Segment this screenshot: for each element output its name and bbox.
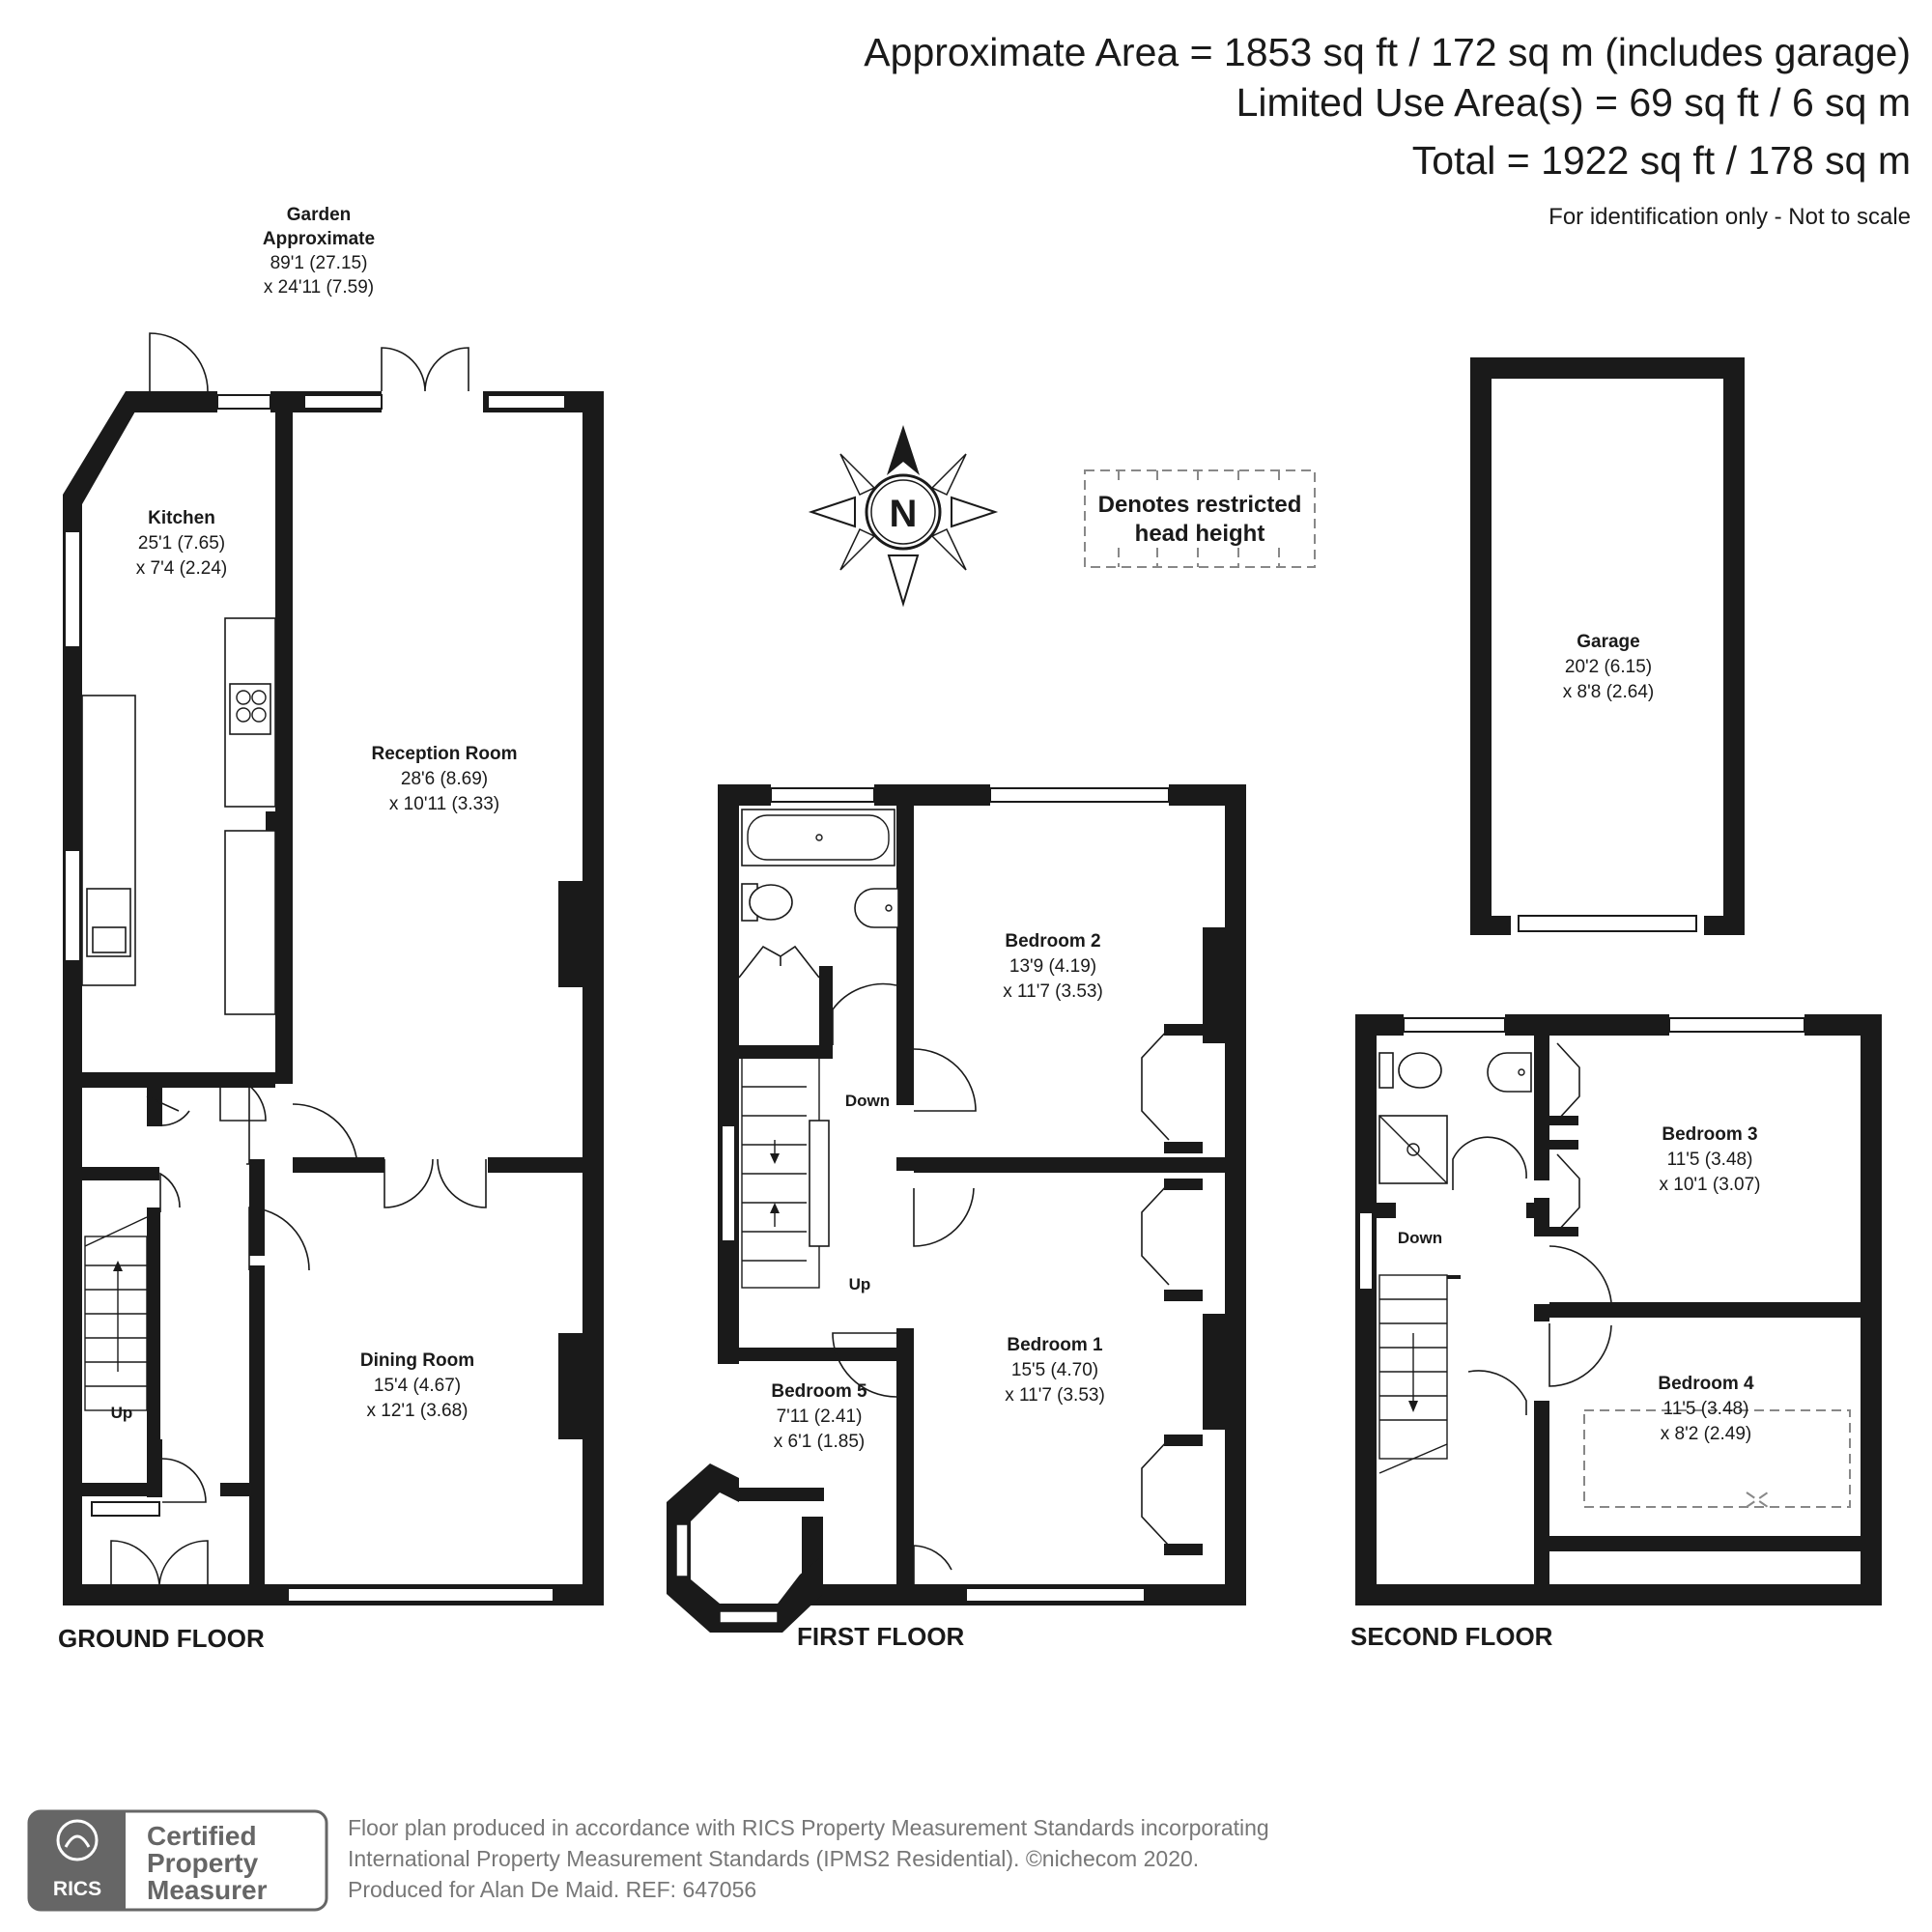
garden-dim2: x 24'11 (7.59) [264,277,374,298]
bedroom-4-name: Bedroom 4 [1658,1374,1754,1394]
legend-text-line2: head height [1135,521,1265,547]
first-floor-plan: Down Up Bedroom 2 13'9 (4.19) x 11'7 (3.… [667,784,1246,1633]
bedroom-3-name: Bedroom 3 [1662,1124,1757,1145]
legend-text-line1: Denotes restricted [1098,492,1302,518]
second-floor-label: SECOND FLOOR [1350,1622,1553,1651]
rics-lion-icon [56,1819,99,1861]
bedroom-3-dim2: x 10'1 (3.07) [1659,1175,1760,1195]
total-area-text: Total = 1922 sq ft / 178 sq m [1412,138,1911,183]
rics-label: RICS [53,1878,101,1900]
kitchen-dim2: x 7'4 (2.24) [136,558,227,579]
bedroom-4-dim1: 11'5 (3.48) [1663,1399,1749,1419]
footer-line2: International Property Measurement Stand… [348,1846,1199,1871]
garage-dim1: 20'2 (6.15) [1565,657,1652,677]
bedroom-1-name: Bedroom 1 [1007,1335,1103,1355]
bedroom-3-dim1: 11'5 (3.48) [1667,1150,1753,1170]
ground-floor-plan: Up Kitchen 25'1 (7.65) x 7'4 (2.24) Rece… [63,332,604,1605]
limited-use-area-text: Limited Use Area(s) = 69 sq ft / 6 sq m [1236,80,1911,125]
second-staircase [1378,1274,1448,1474]
ground-stairs-up-label: Up [111,1404,133,1422]
ground-floor-label: GROUND FLOOR [58,1624,265,1653]
second-floor-plan: Down Bedroom 3 11'5 (3.48) x 10'1 (3.07)… [1355,1014,1882,1605]
footer-line1: Floor plan produced in accordance with R… [348,1815,1269,1840]
reception-room-dim2: x 10'11 (3.33) [389,794,499,814]
bedroom-5-dim2: x 6'1 (1.85) [774,1432,865,1452]
bedroom-1-dim1: 15'5 (4.70) [1011,1360,1098,1380]
approximate-area-text: Approximate Area = 1853 sq ft / 172 sq m… [864,30,1911,74]
badge-line1: Certified [147,1821,257,1851]
garage-plan: Garage 20'2 (6.15) x 8'8 (2.64) [1470,357,1745,935]
garage-dim2: x 8'8 (2.64) [1563,682,1654,702]
second-stairs-down-label: Down [1398,1229,1442,1247]
compass-rose-icon: N [808,425,999,608]
bedroom-2-dim2: x 11'7 (3.53) [1003,981,1103,1002]
bedroom-4-dim2: x 8'2 (2.49) [1661,1424,1751,1444]
footer-line3: Produced for Alan De Maid. REF: 647056 [348,1877,756,1902]
ground-staircase [84,1216,148,1411]
first-floor-label: FIRST FLOOR [797,1622,965,1651]
bedroom-2-name: Bedroom 2 [1005,931,1100,952]
garden-dim1: 89'1 (27.15) [270,253,368,273]
identification-note: For identification only - Not to scale [1548,204,1911,230]
garage-name: Garage [1577,632,1639,652]
bedroom-2-dim1: 13'9 (4.19) [1009,956,1096,977]
bedroom-5-name: Bedroom 5 [771,1381,867,1402]
bedroom-5-dim1: 7'11 (2.41) [777,1406,863,1427]
reception-room-dim1: 28'6 (8.69) [401,769,488,789]
dining-room-name: Dining Room [360,1350,474,1371]
kitchen-dim1: 25'1 (7.65) [138,533,225,554]
badge-line2: Property [147,1848,259,1878]
restricted-height-legend: Denotes restricted head height [1084,469,1316,568]
first-staircase [741,1057,830,1289]
bedroom-1-dim2: x 11'7 (3.53) [1005,1385,1105,1406]
badge-line3: Measurer [147,1875,268,1905]
reception-room-name: Reception Room [372,744,518,764]
compass-north-label: N [890,493,918,535]
first-stairs-down-label: Down [845,1092,890,1110]
rics-badge: RICS Certified Property Measurer [27,1809,328,1912]
garden-name: Garden [287,205,352,225]
garden-qualifier: Approximate [263,229,375,249]
kitchen-name: Kitchen [148,508,215,528]
first-stairs-up-label: Up [849,1275,871,1293]
dining-room-dim1: 15'4 (4.67) [374,1376,461,1396]
dining-room-dim2: x 12'1 (3.68) [366,1401,468,1421]
